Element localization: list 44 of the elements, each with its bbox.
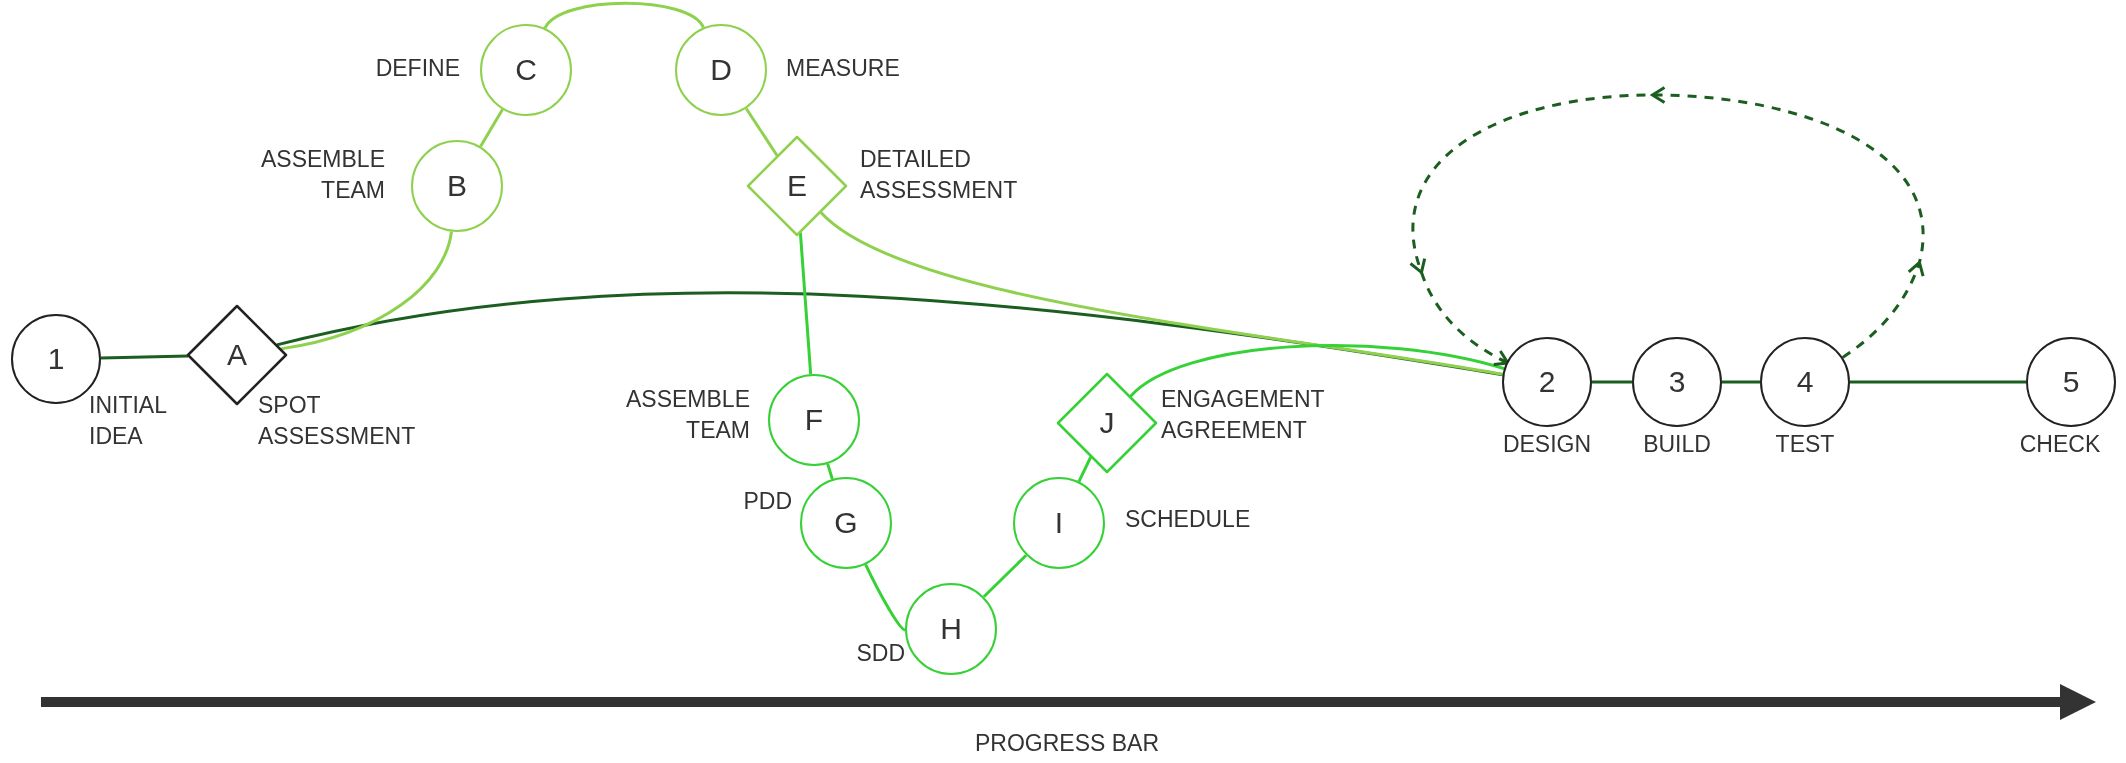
connector-line [864,563,906,632]
connector-line [1592,380,1632,384]
connector-line [479,108,504,148]
step-circle: B [411,140,503,232]
step-circle: 5 [2026,337,2116,427]
step-label: TEST [1774,430,1836,459]
step-label: ASSEMBLE TEAM [625,385,750,446]
connector-line [1850,380,2026,384]
step-circle: H [905,583,997,675]
step-label: CHECK [2018,430,2102,459]
step-label: SDD [855,639,905,668]
connector-line [543,1,705,30]
step-circle: G [800,477,892,569]
step-circle: I [1013,477,1105,569]
step-circle: 2 [1502,337,1592,427]
step-label: SCHEDULE [1125,505,1252,534]
decision-diamond: J [1057,373,1157,473]
connector-line [1722,380,1760,384]
step-label: MEASURE [786,54,901,83]
connector-line [1077,456,1093,483]
step-label: ENGAGEMENT AGREEMENT [1161,385,1326,446]
connector-line [982,554,1028,598]
axis-label: PROGRESS BAR [973,730,1160,757]
step-label: ASSEMBLE TEAM [260,145,385,206]
dashed-loop-arrow [1409,86,1925,366]
connector-line [280,231,453,351]
step-circle: C [480,24,572,116]
step-circle: F [768,374,860,466]
connector-line [1129,344,1505,398]
step-circle: 4 [1760,337,1850,427]
connector-line [819,211,1503,376]
step-label: DESIGN [1501,430,1593,459]
step-circle: D [675,24,767,116]
step-circle: 3 [1632,337,1722,427]
step-label: DETAILED ASSESSMENT [860,145,1019,206]
step-label: BUILD [1642,430,1712,459]
connector-line [276,291,1503,377]
connector-line [744,107,779,157]
decision-diamond: E [747,136,847,236]
step-label: PDD [742,487,792,516]
connector-line [826,463,834,480]
connector-line [100,354,189,360]
connector-line [798,232,813,375]
step-label: DEFINE [374,54,460,83]
